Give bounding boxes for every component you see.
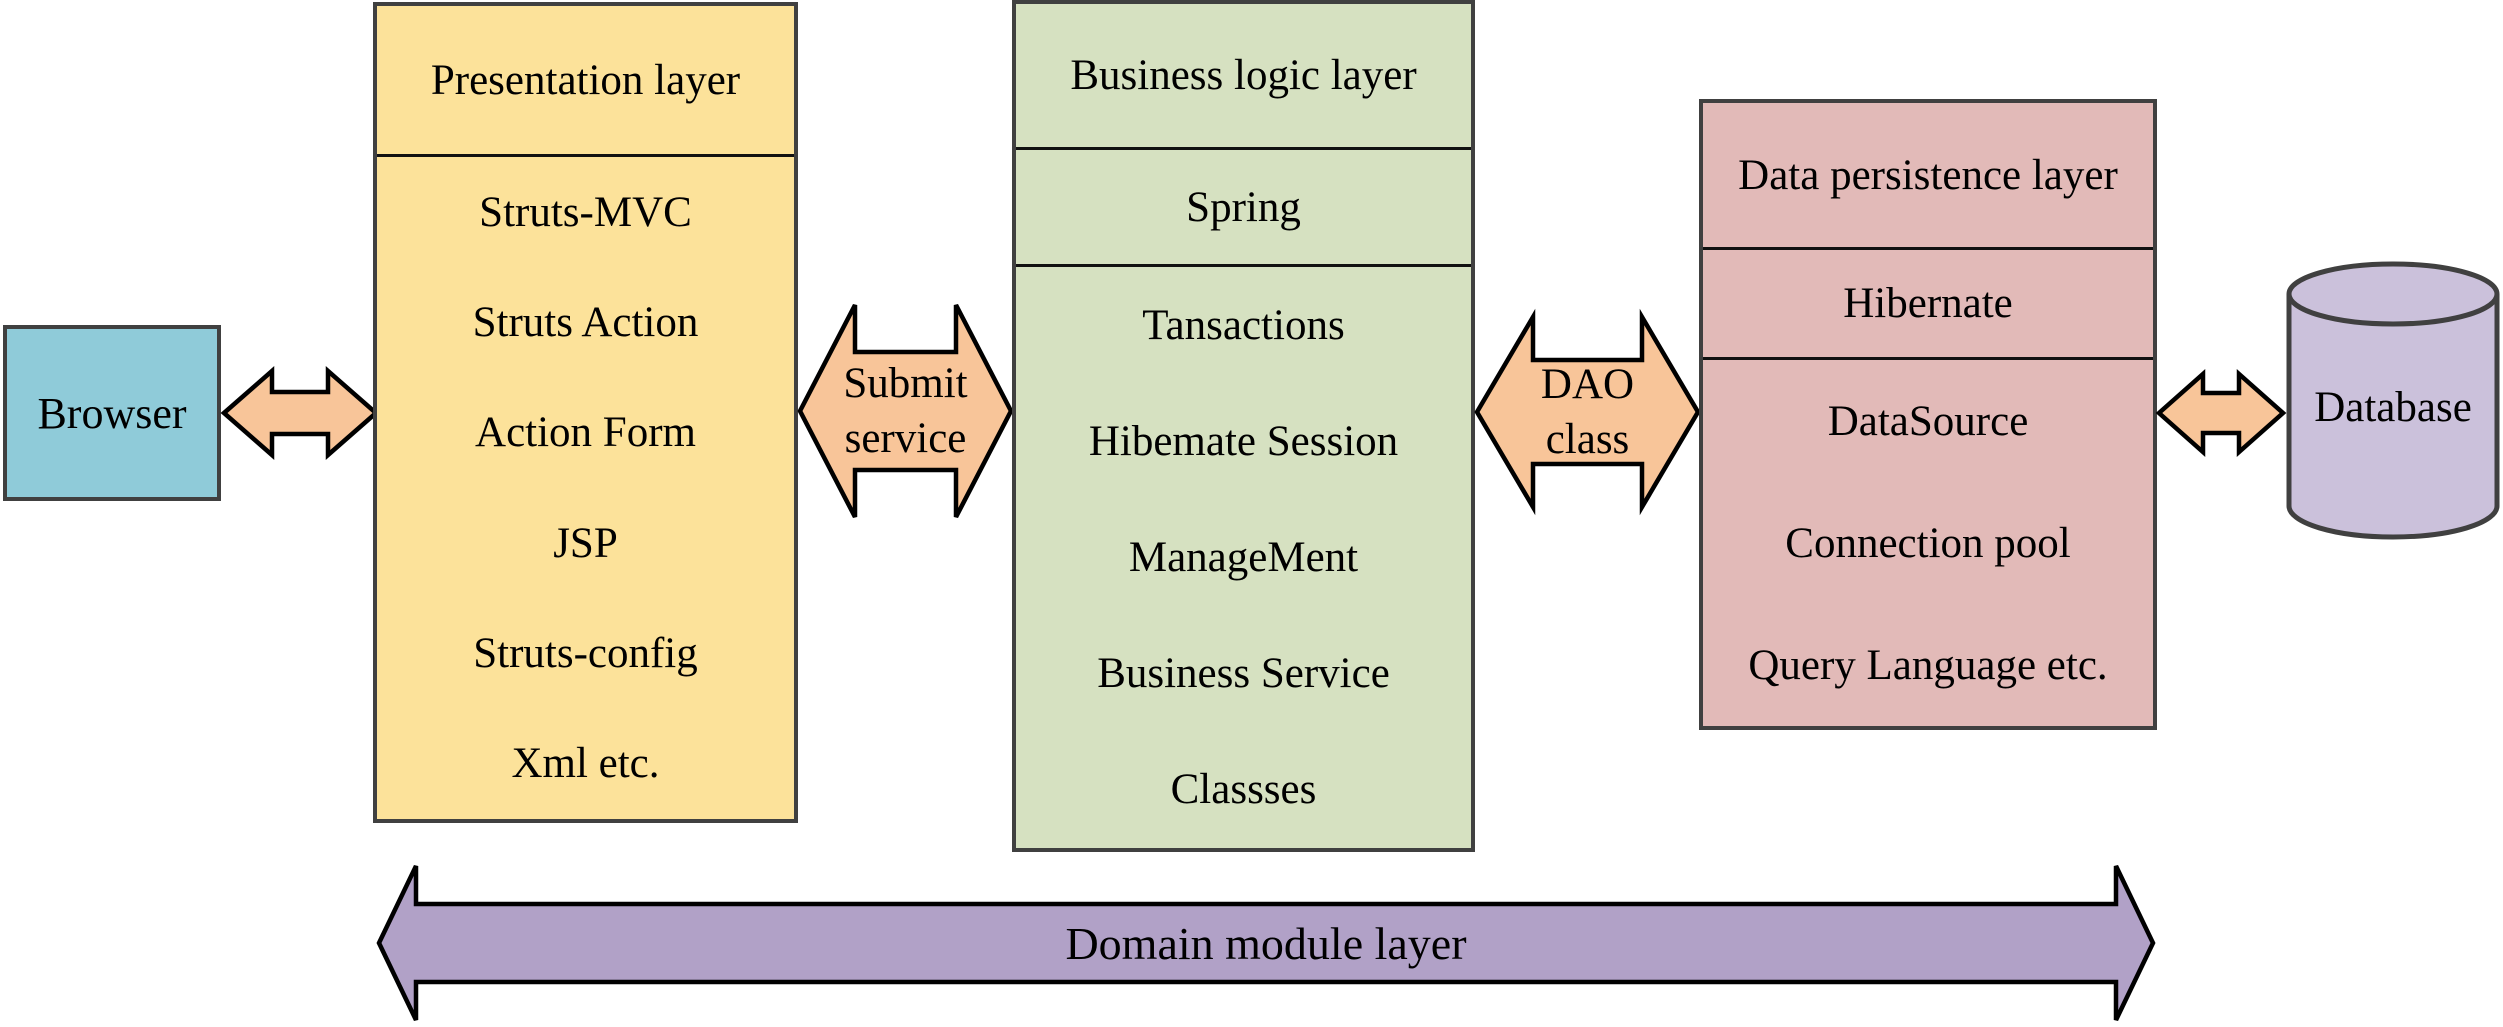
business-item: Tansactions xyxy=(1142,301,1345,349)
double-arrow-shape xyxy=(797,303,1014,519)
double-arrow-shape xyxy=(376,865,2156,1021)
presentation-layer-title: Presentation layer xyxy=(377,6,794,157)
double-arrow-shape xyxy=(220,366,380,460)
dao-class-arrow-icon xyxy=(1474,308,1701,516)
presentation-item: Action Form xyxy=(475,409,696,457)
business-logic-layer-items: Tansactions Hibemate Session ManageMent … xyxy=(1016,267,1471,848)
persistence-item: DataSource xyxy=(1827,397,2029,445)
business-logic-layer-subtitle: Spring xyxy=(1016,150,1471,267)
data-persistence-layer-subtitle: Hibernate xyxy=(1703,250,2153,360)
data-persistence-layer-title: Data persistence layer xyxy=(1703,103,2153,250)
presentation-item: Struts-MVC xyxy=(479,188,692,236)
presentation-layer-items: Struts-MVC Struts Action Action Form JSP… xyxy=(377,157,794,819)
presentation-item: Struts-config xyxy=(473,629,698,677)
business-item: Business Service xyxy=(1097,650,1390,698)
business-logic-layer-panel: Business logic layer Spring Tansactions … xyxy=(1012,0,1475,852)
persistence-item: Query Language etc. xyxy=(1748,641,2108,689)
persistence-item: Connection pool xyxy=(1785,519,2071,567)
business-item: Classses xyxy=(1170,766,1317,814)
browser-label: Browser xyxy=(37,388,187,438)
double-arrow-shape xyxy=(2155,368,2287,458)
double-arrow-shape xyxy=(1474,308,1701,516)
database-cylinder-icon xyxy=(2286,261,2500,540)
business-item: Hibemate Session xyxy=(1088,417,1399,465)
submit-service-arrow-icon xyxy=(797,303,1014,519)
presentation-layer-panel: Presentation layer Struts-MVC Struts Act… xyxy=(373,2,798,823)
browser-presentation-arrow-icon xyxy=(220,366,380,460)
presentation-item: JSP xyxy=(553,519,618,567)
business-logic-layer-title: Business logic layer xyxy=(1016,4,1471,150)
business-item: ManageMent xyxy=(1128,534,1359,581)
browser-node: Browser xyxy=(3,325,221,501)
presentation-item: Struts Action xyxy=(472,298,699,346)
data-persistence-layer-items: DataSource Connection pool Query Languag… xyxy=(1703,360,2153,726)
domain-module-layer-arrow-icon xyxy=(376,865,2156,1021)
data-persistence-layer-panel: Data persistence layer Hibernate DataSou… xyxy=(1699,99,2157,730)
presentation-item: Xml etc. xyxy=(511,740,660,788)
persistence-database-arrow-icon xyxy=(2155,368,2287,458)
cylinder-body xyxy=(2286,294,2500,540)
cylinder-top xyxy=(2286,261,2500,327)
